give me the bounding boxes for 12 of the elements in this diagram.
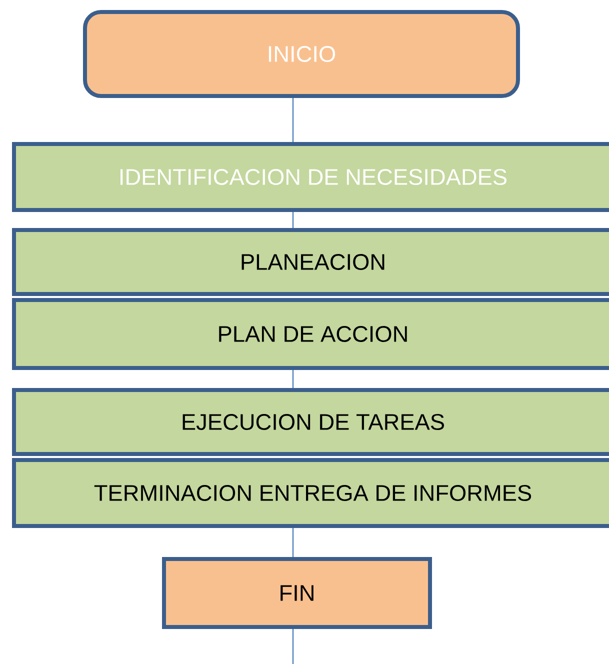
connector-line xyxy=(292,98,294,142)
process-box: EJECUCION DE TAREAS xyxy=(12,388,609,456)
process-box: PLANEACION xyxy=(12,228,609,296)
start-box: INICIO xyxy=(83,10,520,98)
connector-line xyxy=(292,370,294,388)
process-box: PLAN DE ACCION xyxy=(12,298,609,370)
connector-line xyxy=(292,212,294,228)
process-box: TERMINACION ENTREGA DE INFORMES xyxy=(12,458,609,528)
process-box: IDENTIFICACION DE NECESIDADES xyxy=(12,142,609,212)
connector-line xyxy=(292,629,294,664)
end-box: FIN xyxy=(162,557,432,629)
connector-line xyxy=(292,528,294,557)
